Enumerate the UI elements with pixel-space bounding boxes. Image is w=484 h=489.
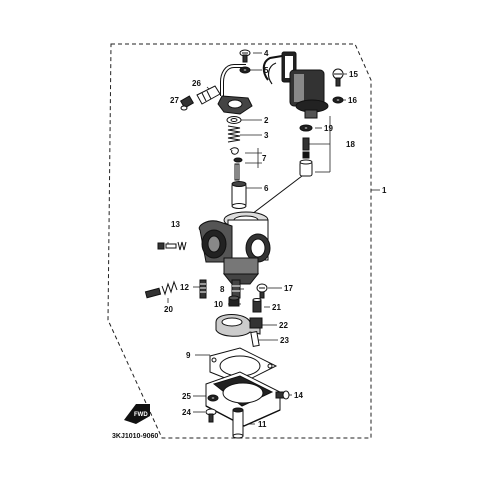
- callout-16: 16: [348, 96, 357, 105]
- callout-13: 13: [171, 220, 180, 229]
- callout-1: 1: [382, 186, 387, 195]
- callout-2: 2: [264, 116, 269, 125]
- carburetor-body: [198, 211, 271, 285]
- float-chamber: [205, 371, 281, 427]
- callout-26: 26: [192, 79, 201, 88]
- screw-24: [205, 408, 217, 423]
- float-22: [215, 314, 263, 337]
- callout-22: 22: [279, 321, 288, 330]
- callout-24: 24: [182, 408, 191, 417]
- callout-5: 5: [264, 66, 269, 75]
- pin-23: [250, 331, 260, 347]
- drain-pipe-11: [232, 407, 244, 439]
- callout-17: 17: [284, 284, 293, 293]
- callout-15: 15: [349, 70, 358, 79]
- main-jet-10: [228, 295, 240, 307]
- screw-15: [332, 68, 344, 87]
- callout-19: 19: [324, 124, 333, 133]
- callout-27: 27: [170, 96, 179, 105]
- cover-and-tube: [217, 64, 253, 115]
- screw-12: [199, 279, 207, 299]
- piston-6: [231, 181, 247, 209]
- washer-19: [299, 124, 313, 132]
- washer-16: [332, 96, 344, 104]
- clip-7: [229, 147, 243, 181]
- callout-12: 12: [180, 283, 189, 292]
- callout-9: 9: [186, 351, 191, 360]
- drain-screw-14: [275, 390, 290, 400]
- callout-7: 7: [262, 154, 267, 163]
- screw-17: [256, 283, 268, 299]
- solenoid-unit: [262, 51, 329, 119]
- screw-4: [239, 49, 251, 63]
- callout-8: 8: [220, 285, 225, 294]
- washer-5: [239, 66, 251, 74]
- leader-lines: [167, 52, 380, 425]
- pilot-jet-21: [252, 298, 262, 313]
- valve-parts-18: [251, 137, 313, 215]
- ring-2: [226, 116, 242, 124]
- part-code: 3KJ1010-9060: [112, 433, 158, 440]
- callout-20: 20: [164, 305, 173, 314]
- screw-13: [157, 241, 187, 251]
- assembly-boundary: [107, 43, 372, 439]
- callout-18: 18: [346, 140, 355, 149]
- callout-25: 25: [182, 392, 191, 401]
- needle-jet-8: [231, 279, 241, 299]
- callout-23: 23: [280, 336, 289, 345]
- washer-25: [207, 394, 219, 402]
- callout-3: 3: [264, 131, 269, 140]
- fitting-27: [179, 95, 195, 111]
- forward-arrow-icon: FWD: [124, 404, 150, 424]
- forward-label: FWD: [134, 412, 148, 418]
- hose-26: [196, 85, 221, 105]
- callout-6: 6: [264, 184, 269, 193]
- callout-4: 4: [264, 49, 269, 58]
- callout-10: 10: [214, 300, 223, 309]
- callout-21: 21: [272, 303, 281, 312]
- spring-3: [227, 125, 241, 143]
- screw-20: [144, 280, 178, 299]
- callout-14: 14: [294, 391, 303, 400]
- callout-numbers: 1 2 3 4 5 6 7 8 9 10 11 12 13 14 15 16 1…: [164, 49, 387, 429]
- callout-11: 11: [258, 420, 267, 429]
